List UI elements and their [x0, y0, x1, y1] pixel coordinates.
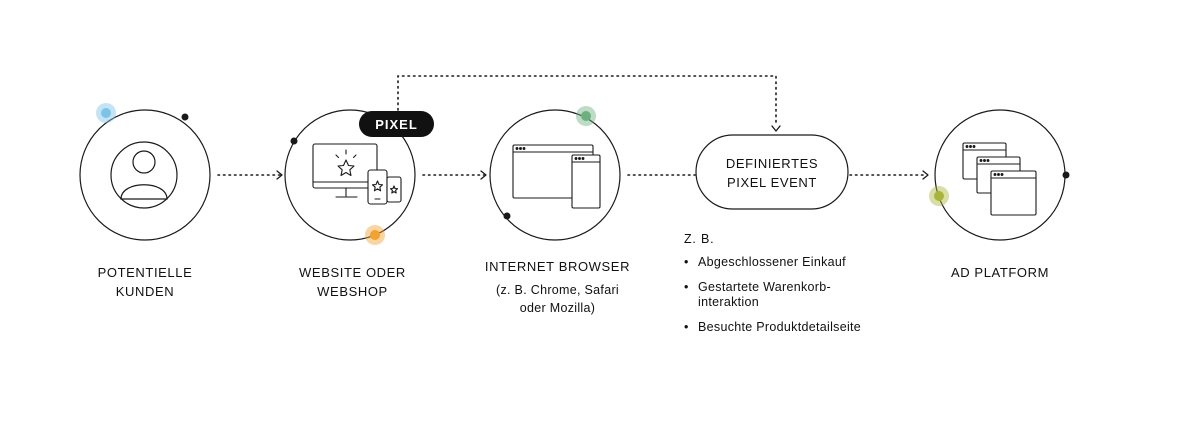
node-website-label-line2: WEBSHOP	[317, 284, 388, 299]
event-examples-heading: Z. B.	[684, 232, 715, 246]
node-browser-sublabel: (z. B. Chrome, Safari oder Mozilla)	[470, 281, 645, 317]
list-item: Besuchte Produktdetailseite	[684, 320, 863, 335]
arrowhead-right-icon	[276, 170, 283, 180]
list-item: Gestartete Warenkorb-interaktion	[684, 280, 863, 310]
arrowhead-down-icon	[771, 125, 781, 132]
event-examples: Z. B. Abgeschlossener Einkauf Gestartete…	[684, 230, 863, 345]
connector-pixel-to-event	[397, 75, 777, 127]
connectors	[217, 75, 927, 176]
node-platform	[929, 109, 1070, 241]
node-platform-label: AD PLATFORM	[950, 265, 1050, 280]
pixel-badge	[359, 111, 434, 137]
node-website-label-line1: WEBSITE ODER	[299, 265, 406, 280]
node-website-ring	[284, 109, 416, 241]
node-event-pill	[695, 134, 849, 210]
node-kunden-label-line2: KUNDEN	[115, 284, 175, 299]
node-browser	[489, 106, 621, 241]
node-kunden-label-line1: POTENTIELLE	[97, 265, 193, 280]
node-website: PIXEL	[284, 109, 434, 245]
ring-dot	[503, 212, 511, 220]
node-browser-label: INTERNET BROWSER	[484, 259, 631, 274]
node-kunden-label: POTENTIELLE KUNDEN	[70, 263, 220, 301]
stacked-windows-icon	[962, 142, 1037, 216]
ring-dot	[181, 113, 189, 121]
ring-dot	[1062, 171, 1070, 179]
arrowhead-right-icon	[480, 170, 487, 180]
user-icon	[110, 141, 178, 209]
node-kunden	[79, 103, 211, 241]
pixel-badge-text: PIXEL	[375, 117, 418, 132]
node-event: DEFINIERTES PIXEL EVENT	[695, 134, 849, 210]
arrowheads	[276, 125, 929, 180]
node-website-label: WEBSITE ODER WEBSHOP	[275, 263, 430, 301]
accent-dot-olive-core	[934, 191, 944, 201]
accent-dot-green-core	[581, 111, 591, 121]
accent-dot-orange-core	[370, 230, 380, 240]
node-event-line1: DEFINIERTES	[726, 156, 818, 171]
node-browser-sublabel-line1: (z. B. Chrome, Safari	[496, 283, 619, 297]
devices-icon	[312, 143, 402, 205]
ring-dot	[290, 137, 298, 145]
browser-windows-icon	[512, 144, 601, 209]
list-item: Abgeschlossener Einkauf	[684, 255, 863, 270]
node-browser-sublabel-line2: oder Mozilla)	[519, 301, 596, 315]
node-browser-ring	[489, 109, 621, 241]
event-examples-list: Abgeschlossener Einkauf Gestartete Waren…	[684, 255, 863, 335]
node-kunden-ring	[79, 109, 211, 241]
node-event-line2: PIXEL EVENT	[727, 175, 817, 190]
arrowhead-right-icon	[922, 170, 929, 180]
accent-dot-blue-core	[101, 108, 111, 118]
